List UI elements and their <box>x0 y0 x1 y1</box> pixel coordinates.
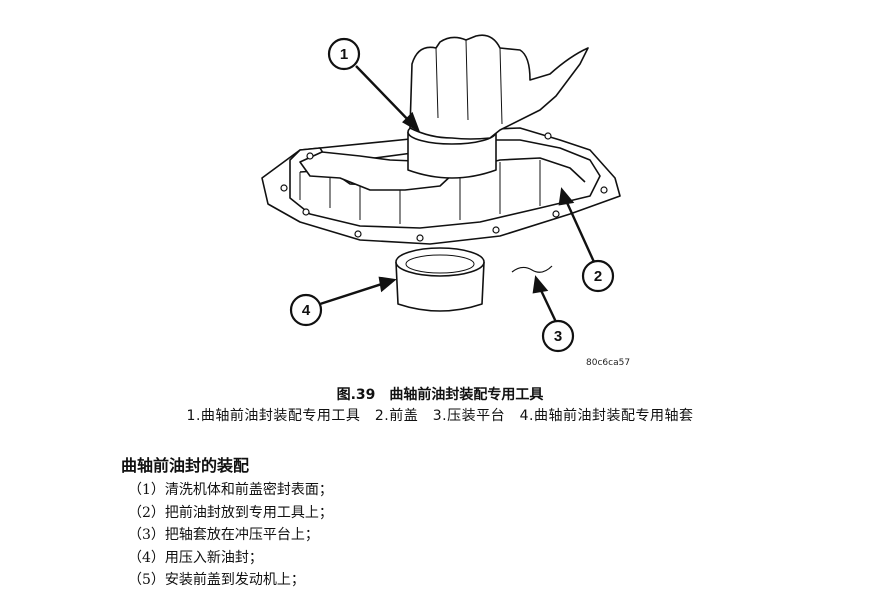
callout-4-label: 4 <box>302 302 311 319</box>
callout-3 <box>541 319 575 353</box>
figure-code: 80c6ca57 <box>586 358 631 368</box>
callout-2-label: 2 <box>594 268 602 285</box>
step-item: （2）把前油封放到专用工具上； <box>128 504 333 521</box>
figure-caption-title: 图.39 曲轴前油封装配专用工具 <box>336 387 544 403</box>
step-item: （5）安装前盖到发动机上； <box>128 572 305 588</box>
callout-1-label: 1 <box>340 46 348 63</box>
callout-3-label: 3 <box>554 328 562 345</box>
figure-caption-legend: 1.曲轴前油封装配专用工具 2.前盖 3.压装平台 4.曲轴前油封装配专用轴套 <box>186 408 694 424</box>
hand <box>409 34 589 140</box>
step-item: （4）用压入新油封； <box>128 549 263 566</box>
step-item: （1）清洗机体和前盖密封表面； <box>128 482 333 498</box>
callout-4 <box>289 293 323 327</box>
seal-tool <box>407 132 497 179</box>
press-table-mark <box>511 265 553 273</box>
step-list: （1）清洗机体和前盖密封表面； （2）把前油封放到专用工具上； （3）把轴套放在… <box>128 479 333 592</box>
callout-2 <box>581 259 615 293</box>
section-heading: 曲轴前油封的装配 <box>121 456 250 475</box>
step-item: （3）把轴套放在冲压平台上； <box>128 527 319 543</box>
assembly-illustration: 1 2 3 4 <box>261 34 621 353</box>
callout-1 <box>327 37 361 71</box>
